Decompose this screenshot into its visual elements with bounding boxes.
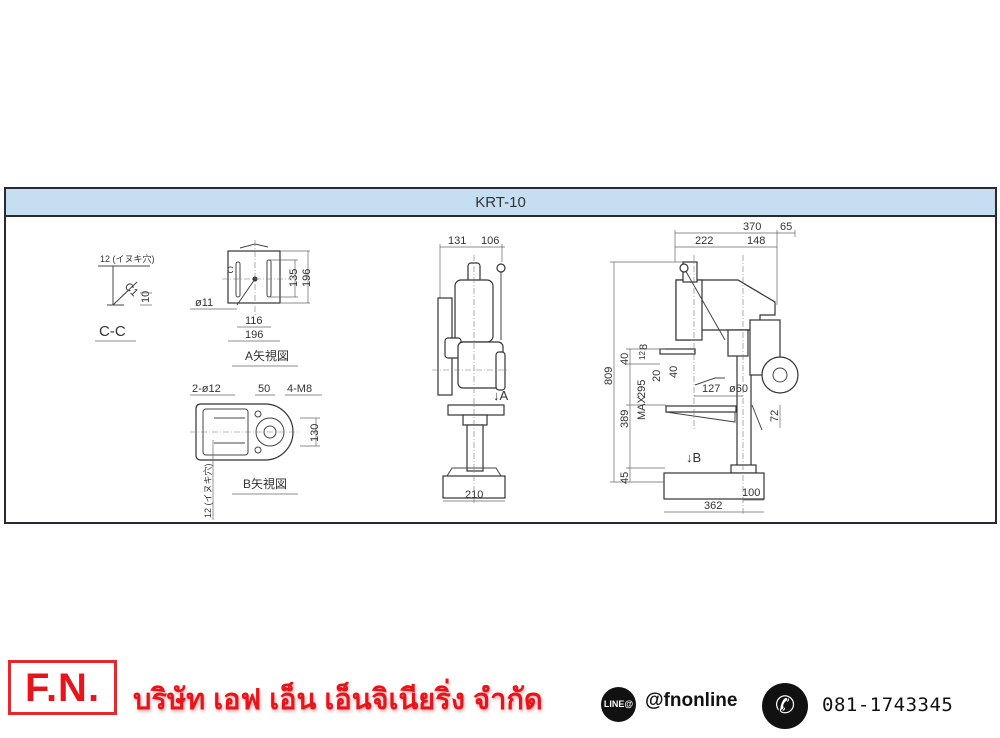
- cc-hole-note: 12 (イヌキ穴): [100, 253, 155, 264]
- company-name: บริษัท เอฟ เอ็น เอ็นจิเนียริ่ง จำกัด: [133, 684, 543, 716]
- side-dim-148: 148: [747, 235, 765, 247]
- view-b: 2-ø12 50 4-M8 130 12 (イヌキ穴) B矢視図: [190, 383, 322, 520]
- view-a-dim-196-v: 196: [301, 269, 313, 287]
- side-dim-20: 20: [651, 370, 663, 382]
- side-dim-389: 389: [619, 410, 631, 428]
- view-a-dim-196-h: 196: [245, 329, 263, 341]
- side-dim-295: 295: [636, 380, 648, 398]
- view-a-hole: ø11: [195, 297, 213, 309]
- view-a-dim-116: 116: [245, 315, 263, 327]
- side-dim-60: ø60: [729, 383, 748, 395]
- view-b-holes: 2-ø12: [192, 383, 221, 395]
- phone-icon: ✆: [762, 683, 808, 729]
- view-b-hole-note: 12 (イヌキ穴): [202, 463, 213, 518]
- view-a: C 135 196 ø11 116 196 A矢視図: [190, 240, 313, 367]
- front-dim-106: 106: [481, 235, 499, 247]
- side-view: 370 65 222 148 809 40 12 8 20 40 295 MAX…: [603, 221, 799, 515]
- cc-height: 10: [140, 291, 152, 303]
- side-dim-45: 45: [619, 472, 631, 484]
- side-dim-222: 222: [695, 235, 713, 247]
- phone-number[interactable]: 081-1743345: [822, 694, 954, 716]
- front-dim-131: 131: [448, 235, 466, 247]
- line-handle[interactable]: @fnonline: [645, 690, 738, 711]
- cc-chamfer: C1: [122, 281, 140, 299]
- side-dim-8: 8: [638, 344, 650, 350]
- side-dim-127: 127: [702, 383, 720, 395]
- view-b-dim-50: 50: [258, 383, 270, 395]
- cc-label: C-C: [99, 323, 126, 340]
- side-dim-40a: 40: [619, 353, 631, 365]
- side-dim-72: 72: [769, 410, 781, 422]
- side-dim-40b: 40: [668, 366, 680, 378]
- view-b-tap: 4-M8: [287, 383, 312, 395]
- side-dim-100: 100: [742, 487, 760, 499]
- drawing-frame: KRT-10: [4, 187, 997, 524]
- side-dim-12: 12: [638, 351, 647, 360]
- front-arrow-a: ↓A: [493, 388, 509, 403]
- section-cc: 12 (イヌキ穴) C1 10 C-C: [95, 253, 155, 342]
- side-dim-370: 370: [743, 221, 761, 233]
- side-dim-362: 362: [704, 500, 722, 512]
- company-logo: F.N.: [8, 660, 117, 715]
- side-arrow-b: ↓B: [686, 450, 701, 465]
- side-dim-809: 809: [603, 367, 615, 385]
- line-icon[interactable]: LINE@: [601, 687, 636, 722]
- view-a-dim-135: 135: [288, 269, 300, 287]
- side-max: MAX: [636, 396, 648, 421]
- model-title: KRT-10: [6, 189, 995, 217]
- view-b-dim-130: 130: [309, 424, 321, 442]
- view-a-c-mark: C: [227, 265, 234, 275]
- view-a-label: A矢視図: [245, 348, 289, 363]
- front-view: 131 106 ↓A 210: [432, 235, 509, 505]
- view-b-label: B矢視図: [243, 476, 287, 491]
- side-dim-65: 65: [780, 221, 792, 233]
- front-dim-210: 210: [465, 489, 483, 501]
